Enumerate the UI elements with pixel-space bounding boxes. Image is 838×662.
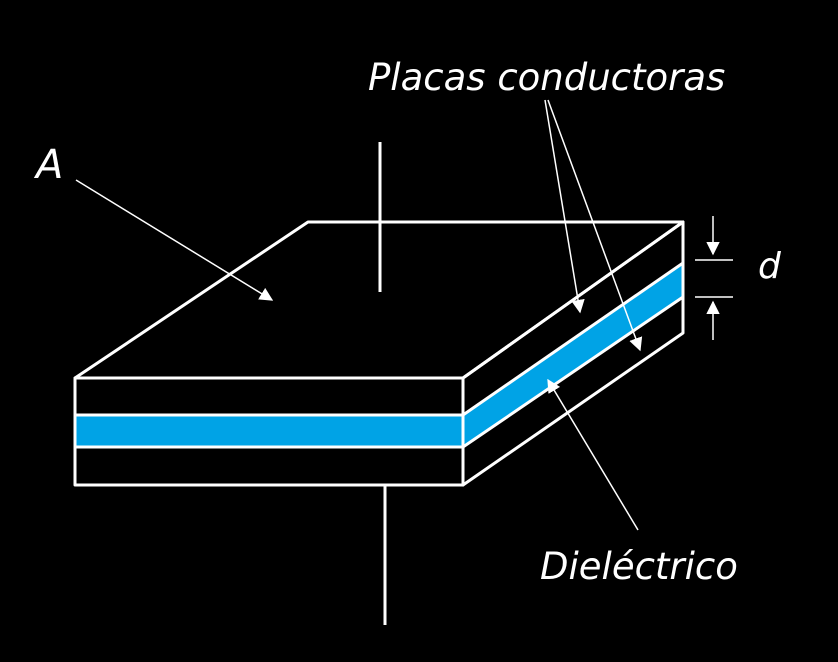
side-face [461, 220, 685, 487]
front-dielectric-band [75, 415, 463, 447]
plates-label: Placas conductoras [368, 56, 725, 99]
plates-pointer-arrow-1 [544, 99, 585, 314]
side-layer-line-upper [462, 261, 684, 417]
area-pointer-arrow [75, 179, 274, 301]
side-dielectric-band [463, 263, 683, 447]
area-label: A [33, 142, 63, 188]
dielectric-pointer-arrow [547, 378, 639, 531]
dielectric-label: Dieléctrico [540, 545, 738, 588]
plates-pointer-arrow-2 [547, 99, 643, 352]
distance-label: d [758, 246, 782, 287]
distance-dimension [695, 216, 733, 340]
side-layer-line-lower [462, 295, 684, 449]
